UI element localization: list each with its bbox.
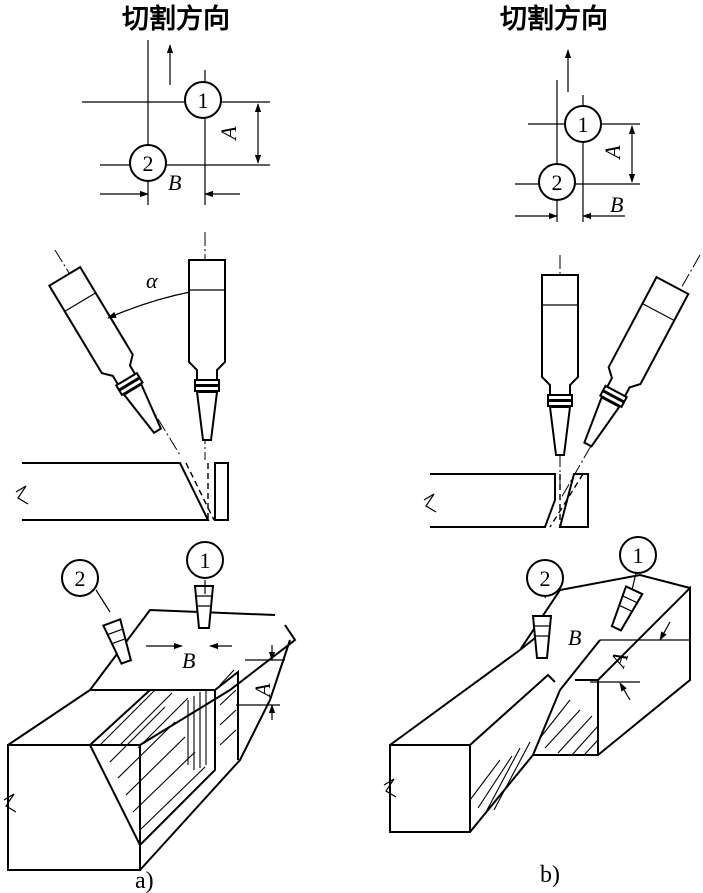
panel-b-plan-torch-2-marker bbox=[538, 163, 576, 201]
panel-a-3d-torch-1 bbox=[194, 585, 214, 629]
panel-a-angled-torch bbox=[48, 266, 174, 441]
panel-a: 切割方向 1 2 A B α bbox=[3, 3, 297, 893]
panel-a-vertical-torch bbox=[188, 259, 226, 441]
panel-b: 切割方向 1 2 A B bbox=[383, 3, 701, 888]
panel-a-plate-section bbox=[15, 462, 229, 521]
panel-a-dim-a-label: A bbox=[216, 126, 241, 142]
panel-b-kerf-hatch bbox=[539, 699, 599, 756]
panel-a-workpiece: 2 1 B A bbox=[3, 541, 297, 871]
panel-a-plan-torch-2-number: 2 bbox=[143, 151, 154, 176]
panel-a-bevel-hatch bbox=[99, 689, 206, 831]
panel-a-3d-torch-1-number: 1 bbox=[200, 548, 211, 573]
panel-b-heading: 切割方向 bbox=[500, 3, 608, 35]
panel-a-caption: a) bbox=[135, 868, 154, 893]
panel-b-torches bbox=[541, 254, 701, 501]
panel-b-3d-torch-2-number: 2 bbox=[540, 566, 551, 591]
panel-a-plan-view: 1 2 A B bbox=[82, 40, 270, 205]
panel-b-plan-torch-1-number: 1 bbox=[578, 112, 589, 137]
panel-a-3d-dim-a-label: A bbox=[250, 683, 275, 699]
panel-b-dim-b-label: B bbox=[610, 192, 623, 217]
panel-b-caption: b) bbox=[540, 862, 560, 888]
panel-b-3d-torch-2 bbox=[532, 615, 552, 659]
panel-b-vertical-torch bbox=[541, 274, 579, 456]
panel-b-plan-view: 1 2 A B bbox=[515, 49, 640, 222]
panel-a-3d-torch-1-marker bbox=[186, 541, 224, 579]
panel-b-3d-torch-2-marker bbox=[526, 559, 564, 597]
panel-b-bevel-hatch bbox=[469, 741, 531, 813]
panel-b-dim-a-label: A bbox=[600, 145, 625, 161]
panel-a-3d-dim-b-label: B bbox=[182, 648, 195, 673]
panel-b-plan-torch-2-number: 2 bbox=[552, 170, 563, 195]
panel-a-plan-torch-2-marker bbox=[129, 144, 167, 182]
panel-b-3d-torch-1-marker bbox=[619, 536, 657, 574]
panel-a-dim-b-label: B bbox=[168, 170, 181, 195]
panel-a-3d-torch-2-number: 2 bbox=[75, 566, 86, 591]
panel-a-angle-label: α bbox=[146, 268, 158, 293]
panel-a-3d-torch-2 bbox=[102, 618, 136, 666]
panel-b-workpiece: 2 1 B A bbox=[383, 536, 691, 833]
panel-b-3d-torch-1 bbox=[607, 585, 644, 634]
panel-b-3d-dim-b-label: B bbox=[568, 625, 581, 650]
panel-a-kerf-hatch bbox=[187, 669, 237, 770]
panel-a-torches: α bbox=[48, 232, 226, 460]
panel-a-angle-arc bbox=[107, 291, 191, 319]
panel-a-plan-torch-1-number: 1 bbox=[198, 88, 209, 113]
panel-a-plan-torch-1-marker bbox=[184, 81, 222, 119]
panel-b-plan-torch-1-marker bbox=[564, 105, 602, 143]
panel-a-3d-torch-2-marker bbox=[61, 559, 99, 597]
panel-b-angled-torch bbox=[571, 276, 690, 454]
panel-b-plate-section bbox=[423, 473, 589, 528]
panel-b-3d-torch-1-number: 1 bbox=[633, 543, 644, 568]
panel-a-heading: 切割方向 bbox=[122, 3, 230, 35]
